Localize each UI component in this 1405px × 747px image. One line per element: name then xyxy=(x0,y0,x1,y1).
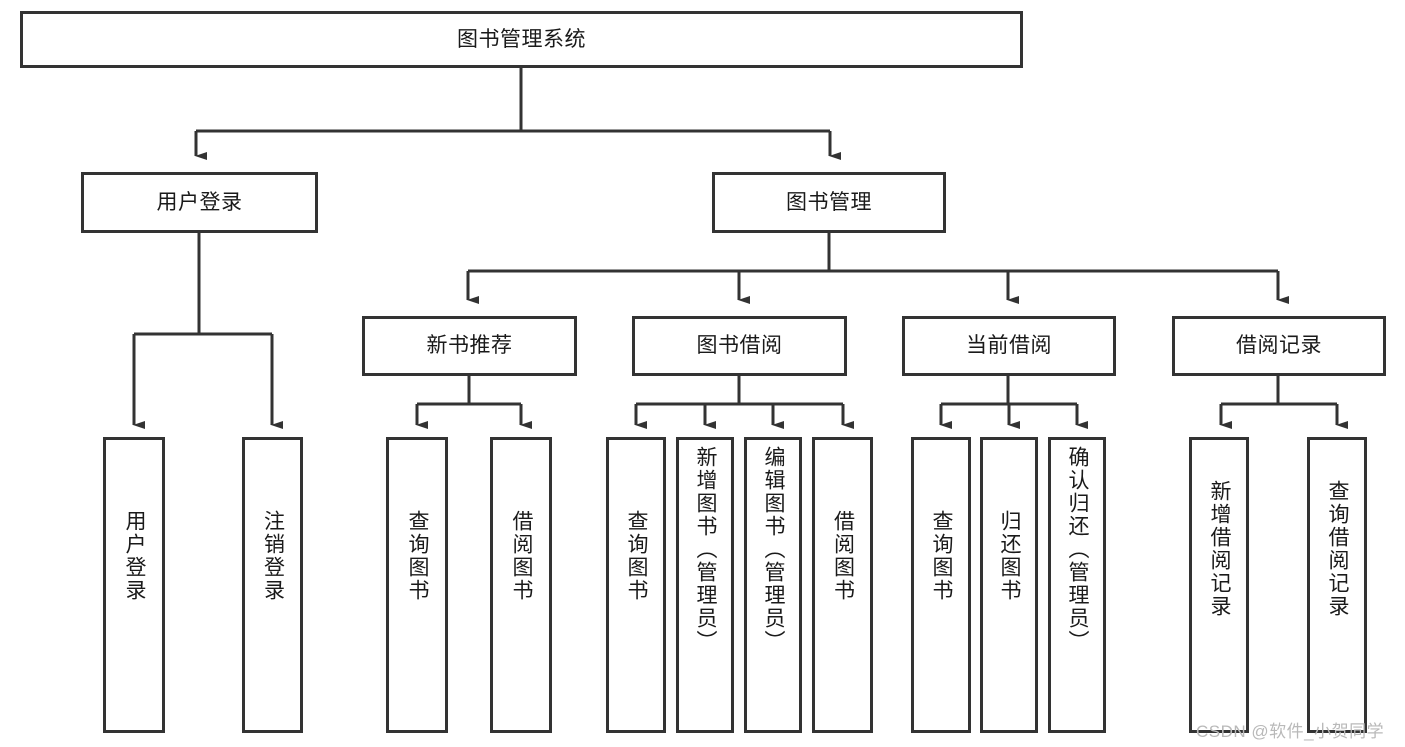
node-leaf-return-book-label: 归还图书 xyxy=(998,510,1022,602)
node-leaf-query-record-label: 查询借阅记录 xyxy=(1326,480,1350,618)
node-leaf-query-book-1[interactable]: 查询图书 xyxy=(386,437,448,733)
node-leaf-user-login[interactable]: 用户登录 xyxy=(103,437,165,733)
node-leaf-add-book[interactable]: 新增图书（管理员） xyxy=(676,437,734,733)
node-leaf-borrow-book-2-label: 借阅图书 xyxy=(831,510,855,602)
node-book-manage-label: 图书管理 xyxy=(786,190,872,214)
node-leaf-edit-book-label: 编辑图书（管理员） xyxy=(762,446,786,653)
node-leaf-borrow-book-2[interactable]: 借阅图书 xyxy=(812,437,873,733)
node-current-borrow[interactable]: 当前借阅 xyxy=(902,316,1116,376)
node-leaf-add-record[interactable]: 新增借阅记录 xyxy=(1189,437,1249,733)
node-leaf-user-login-label: 用户登录 xyxy=(123,510,147,602)
node-user-login[interactable]: 用户登录 xyxy=(81,172,318,233)
node-leaf-confirm-return[interactable]: 确认归还（管理员） xyxy=(1048,437,1106,733)
node-leaf-confirm-return-label: 确认归还（管理员） xyxy=(1066,446,1090,653)
node-leaf-query-book-3[interactable]: 查询图书 xyxy=(911,437,971,733)
node-leaf-query-book-1-label: 查询图书 xyxy=(406,510,430,602)
node-leaf-user-logout[interactable]: 注销登录 xyxy=(242,437,303,733)
watermark-text: CSDN @软件_小贺同学 xyxy=(1196,722,1385,741)
node-borrow-record-label: 借阅记录 xyxy=(1236,334,1322,358)
node-root-label: 图书管理系统 xyxy=(457,27,586,51)
node-leaf-edit-book[interactable]: 编辑图书（管理员） xyxy=(744,437,802,733)
node-new-book-recommend-label: 新书推荐 xyxy=(426,334,513,358)
node-leaf-user-logout-label: 注销登录 xyxy=(261,510,285,602)
node-leaf-return-book[interactable]: 归还图书 xyxy=(980,437,1038,733)
node-leaf-query-record[interactable]: 查询借阅记录 xyxy=(1307,437,1367,733)
node-book-manage[interactable]: 图书管理 xyxy=(712,172,946,233)
node-root[interactable]: 图书管理系统 xyxy=(20,11,1023,68)
node-leaf-borrow-book-1[interactable]: 借阅图书 xyxy=(490,437,552,733)
node-leaf-add-book-label: 新增图书（管理员） xyxy=(694,446,718,653)
node-leaf-borrow-book-1-label: 借阅图书 xyxy=(510,510,534,602)
node-user-login-label: 用户登录 xyxy=(156,190,243,214)
node-new-book-recommend[interactable]: 新书推荐 xyxy=(362,316,577,376)
node-book-borrow-label: 图书借阅 xyxy=(696,334,783,358)
node-leaf-query-book-2-label: 查询图书 xyxy=(625,510,649,602)
node-leaf-query-book-3-label: 查询图书 xyxy=(930,510,954,602)
node-leaf-query-book-2[interactable]: 查询图书 xyxy=(606,437,666,733)
node-leaf-add-record-label: 新增借阅记录 xyxy=(1208,480,1232,618)
node-book-borrow[interactable]: 图书借阅 xyxy=(632,316,847,376)
node-current-borrow-label: 当前借阅 xyxy=(966,334,1052,358)
node-borrow-record[interactable]: 借阅记录 xyxy=(1172,316,1386,376)
